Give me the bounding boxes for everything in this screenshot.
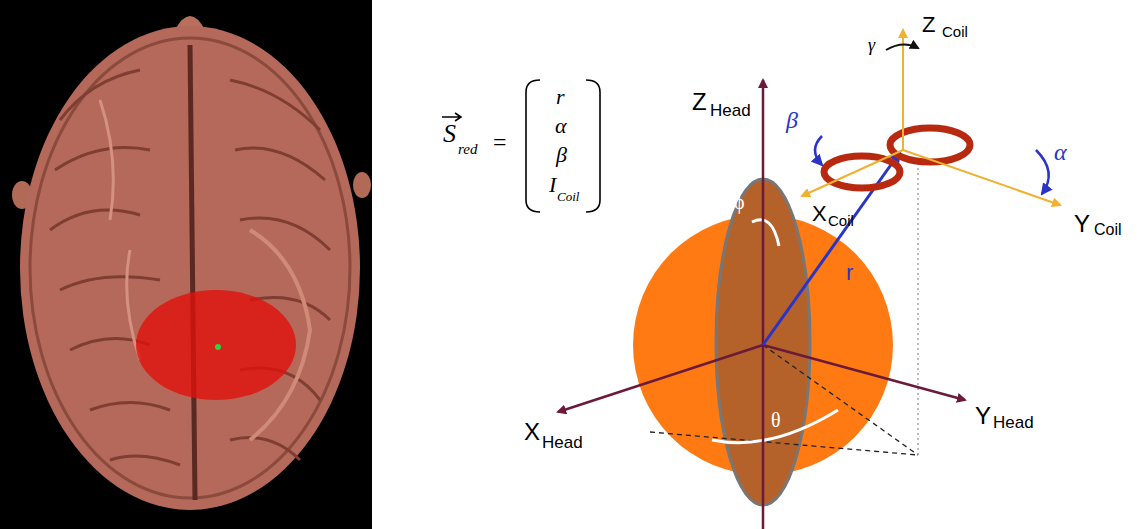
beta-rotation <box>815 136 822 165</box>
axis-subscript: Head <box>993 414 1034 431</box>
axis-subscript: Coil <box>942 24 968 39</box>
vector-entry: β <box>556 144 567 166</box>
vector-entry: α <box>555 115 567 137</box>
projection-lines <box>650 160 918 455</box>
vector-brackets <box>442 80 600 212</box>
axis-label: X <box>524 420 540 444</box>
axis-label: Y <box>1074 212 1090 236</box>
angle-label: β <box>786 108 798 132</box>
coil-axes <box>802 30 1060 205</box>
subscript: red <box>458 142 477 157</box>
axis-label: Y <box>975 404 991 428</box>
r-vector <box>763 152 900 345</box>
phi-arc <box>752 220 779 246</box>
angle-label: γ <box>868 36 875 54</box>
vector-entry: I <box>549 174 556 196</box>
vector-entry: r <box>556 86 565 108</box>
figure8-coil <box>824 128 970 188</box>
gamma-rotation <box>886 44 918 50</box>
brain-render <box>0 0 372 529</box>
theta-arc <box>712 410 838 443</box>
vector-symbol: S <box>443 121 456 147</box>
subscript: Coil <box>557 190 579 203</box>
axis-subscript: Head <box>710 102 751 119</box>
axis-subscript: Coil <box>828 213 854 228</box>
axis-subscript: Coil <box>1094 222 1122 238</box>
angle-label: ϕ <box>734 192 745 212</box>
vector-label: r <box>846 262 853 284</box>
axis-label: Z <box>692 90 707 114</box>
axis-label: X <box>812 203 827 225</box>
equals-sign: = <box>493 130 507 154</box>
alpha-rotation <box>1036 150 1049 194</box>
axis-label: Z <box>922 14 935 36</box>
angle-label: θ <box>771 410 781 430</box>
angle-label: α <box>1054 140 1067 164</box>
axis-subscript: Head <box>542 434 583 451</box>
